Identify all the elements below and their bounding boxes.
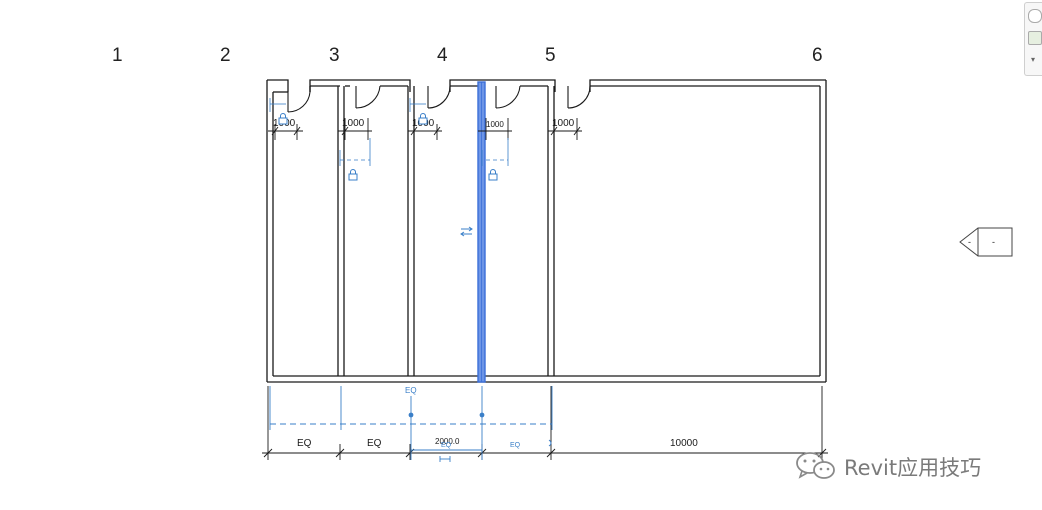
eq-label-3[interactable]: EQ — [441, 442, 452, 449]
lower-dimension-chain — [262, 386, 828, 460]
lock-icon[interactable] — [488, 169, 498, 181]
door-1[interactable] — [287, 91, 311, 113]
exterior-walls[interactable] — [266, 79, 827, 383]
elevation-marker-icon[interactable]: - - — [958, 224, 1014, 260]
door-2[interactable] — [355, 85, 381, 109]
lock-icon[interactable] — [348, 169, 358, 181]
temporary-door-dims — [269, 98, 509, 166]
navigation-bar[interactable]: ▾ — [1024, 2, 1042, 76]
door-4[interactable] — [495, 85, 521, 109]
wall-end-grip[interactable] — [408, 412, 414, 418]
lock-icon[interactable] — [418, 113, 428, 125]
steering-wheel-icon[interactable] — [1028, 9, 1042, 23]
grid-label-2[interactable]: 2 — [220, 45, 231, 66]
zoom-icon[interactable] — [1028, 31, 1042, 45]
grid-label-4[interactable]: 4 — [437, 45, 448, 66]
eq-label-2[interactable]: EQ — [367, 438, 382, 449]
wechat-icon — [796, 452, 835, 479]
elevation-marker-left: - — [968, 237, 971, 247]
eq-label-top[interactable]: EQ — [405, 386, 417, 395]
watermark-text: Revit应用技巧 — [844, 456, 982, 480]
door-3[interactable] — [427, 85, 451, 109]
door-dim-5[interactable]: 1000 — [552, 118, 575, 129]
door-5[interactable] — [567, 85, 591, 109]
grip-dots — [408, 412, 485, 418]
doors[interactable] — [287, 85, 591, 113]
grid-label-6[interactable]: 6 — [812, 45, 823, 66]
elevation-marker-right: - — [992, 237, 995, 247]
grid-label-3[interactable]: 3 — [329, 45, 340, 66]
door-dim-4[interactable]: 1000 — [486, 120, 504, 129]
lock-icon[interactable] — [278, 113, 288, 125]
lock-icons — [278, 113, 498, 181]
eq-dimension-blue — [269, 386, 553, 462]
total-dim-value[interactable]: 10000 — [670, 438, 698, 449]
door-dim-2[interactable]: 1000 — [342, 118, 365, 129]
temp-dim-value[interactable]: 2000.0 — [435, 437, 460, 446]
eq-label-4[interactable]: EQ — [510, 442, 521, 449]
selected-wall[interactable] — [477, 81, 486, 383]
grid-label-5[interactable]: 5 — [545, 45, 556, 66]
wall-end-grip[interactable] — [479, 412, 485, 418]
partition-walls[interactable] — [337, 86, 555, 376]
grid-label-1[interactable]: 1 — [112, 45, 123, 66]
flip-arrows-icon[interactable] — [460, 226, 473, 237]
eq-label-1[interactable]: EQ — [297, 438, 312, 449]
door-dimension-lines — [268, 118, 582, 140]
watermark: Revit应用技巧 — [792, 450, 1022, 484]
lower-dimension-texts: EQ EQ 2000.0 EQ EQ EQ 10000 — [297, 386, 698, 449]
nav-dropdown-icon[interactable]: ▾ — [1031, 55, 1036, 64]
